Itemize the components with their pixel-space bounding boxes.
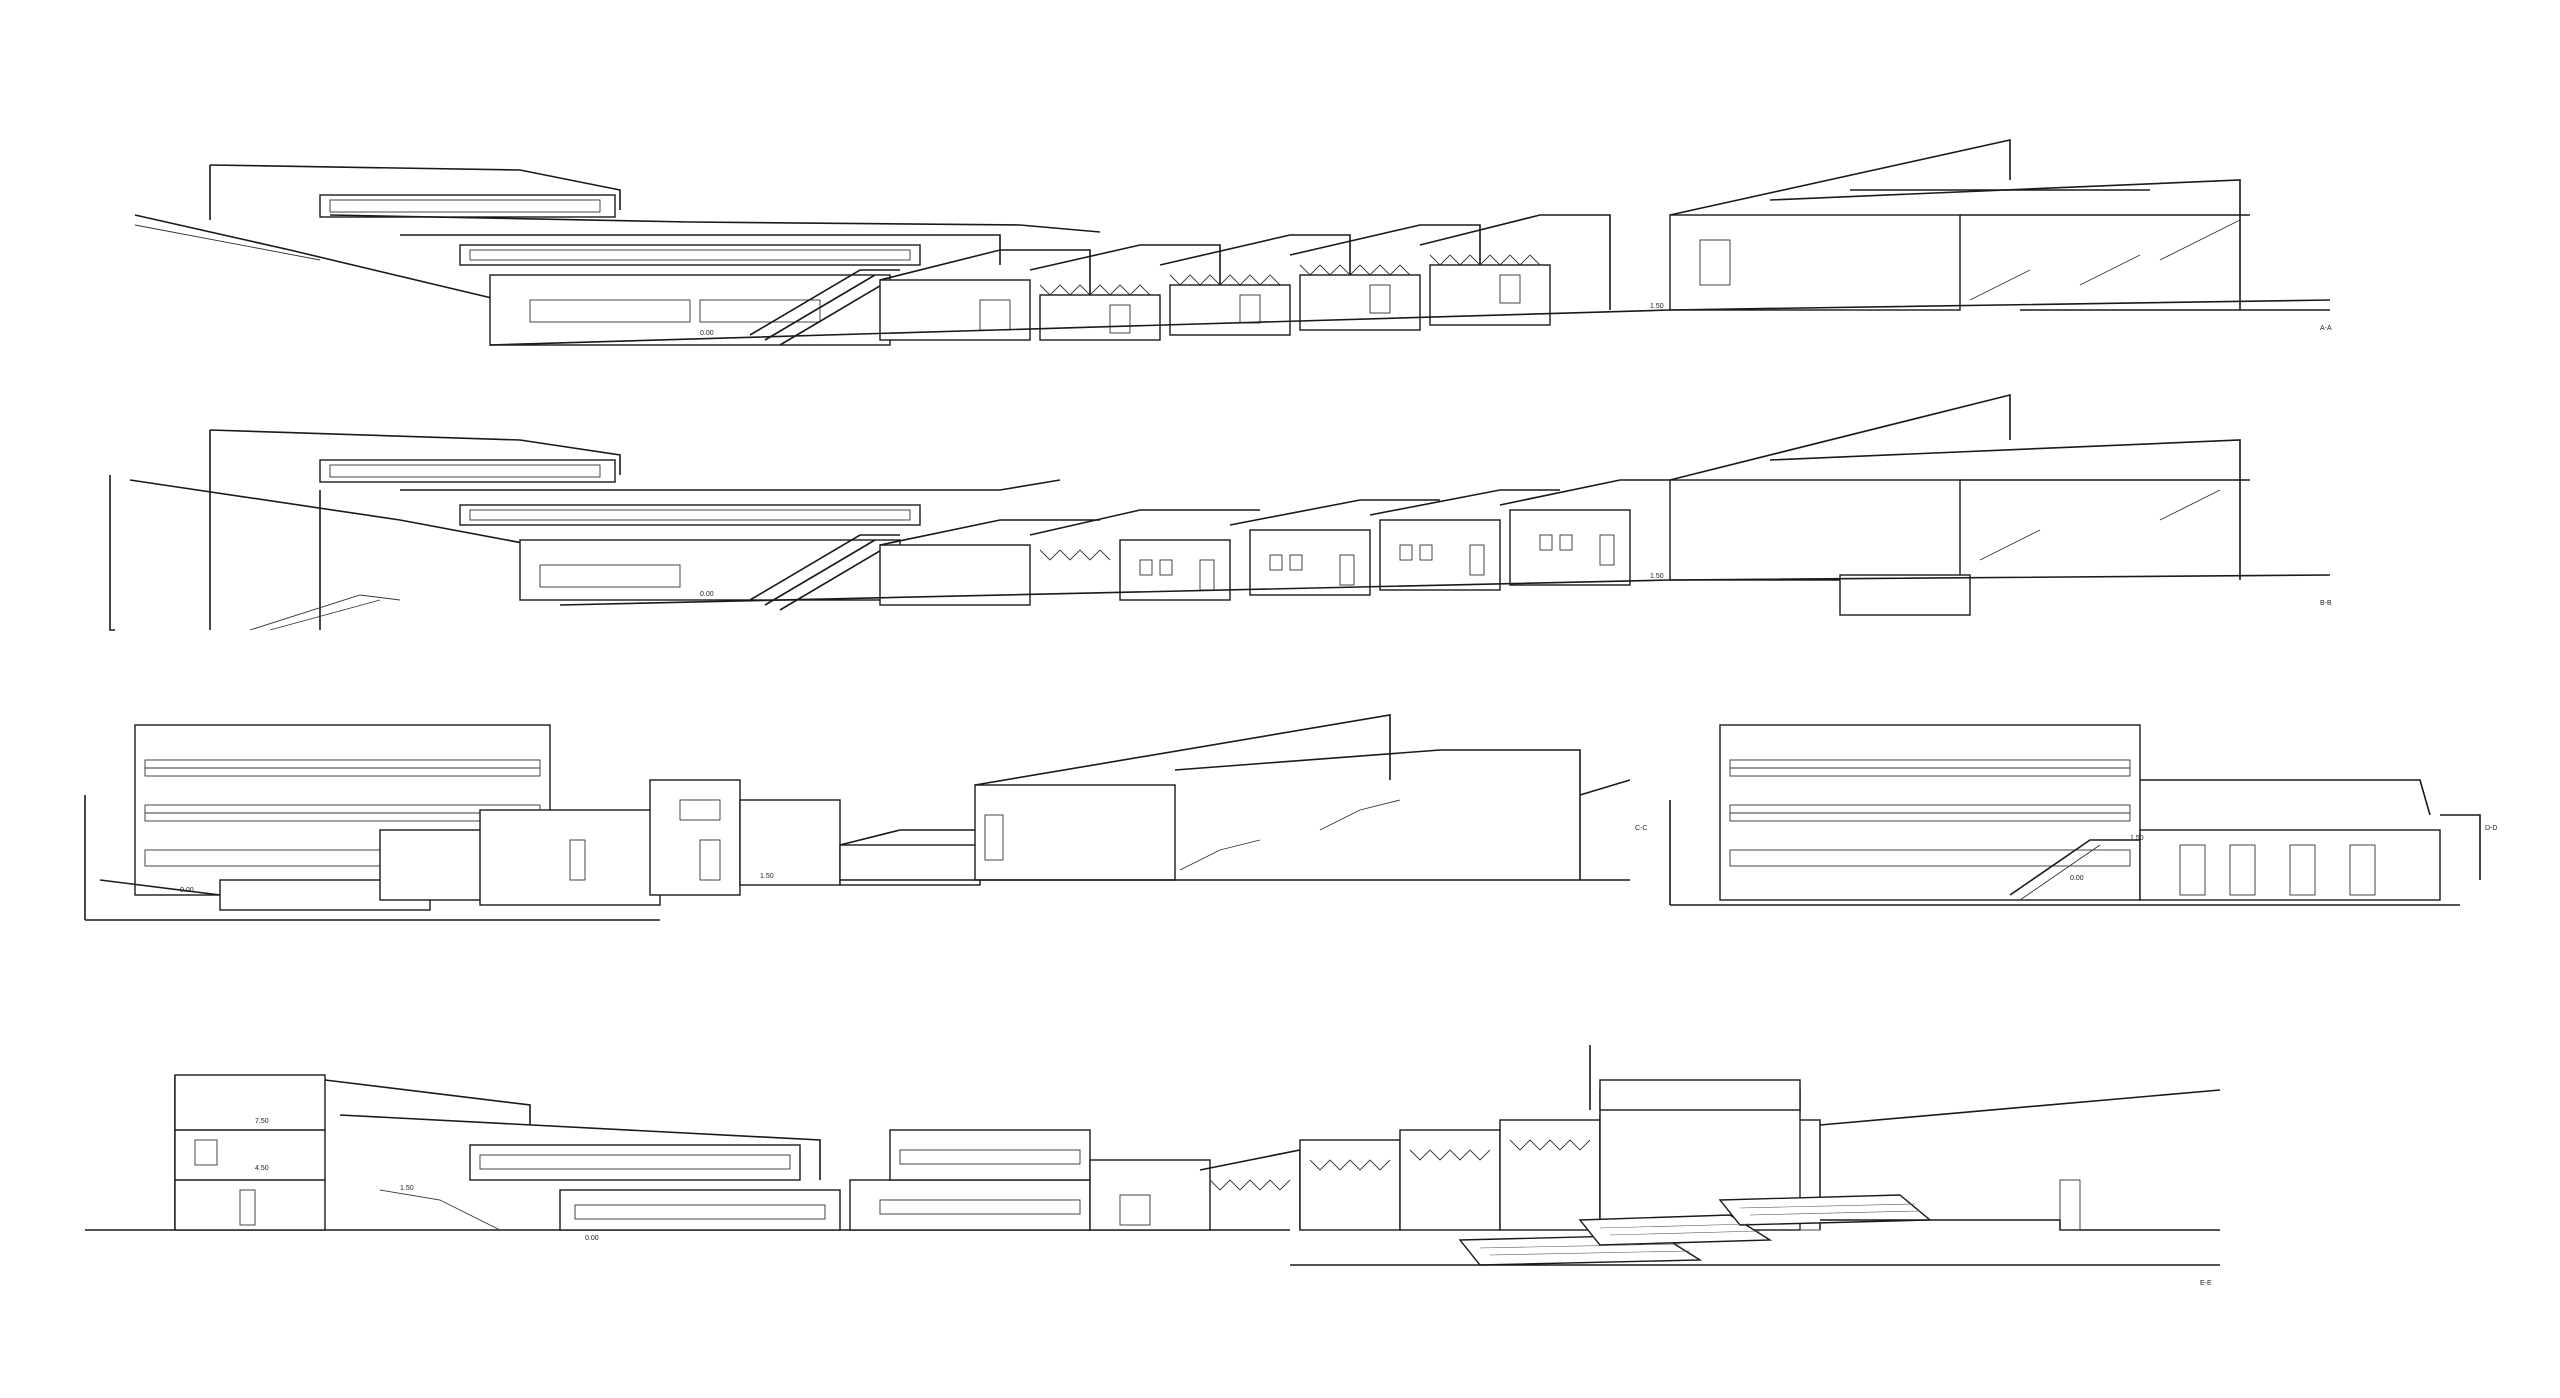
svg-text:D-D: D-D: [2485, 825, 2497, 832]
svg-text:0.00: 0.00: [700, 591, 714, 598]
elevation-1: 0.00 1.50 A-A: [134, 139, 2332, 346]
svg-text:1.50: 1.50: [400, 1185, 414, 1192]
svg-text:7.50: 7.50: [255, 1118, 269, 1125]
svg-text:1.50: 1.50: [2130, 835, 2144, 842]
elevation-5: 7.50 4.50 1.50 0.00 E-E: [85, 1045, 2221, 1287]
elevation-4: 0.00 1.50 D-D: [1669, 724, 2497, 906]
svg-text:4.50: 4.50: [255, 1165, 269, 1172]
svg-text:1.50: 1.50: [760, 873, 774, 880]
svg-text:0.00: 0.00: [180, 887, 194, 894]
svg-text:B-B: B-B: [2320, 600, 2332, 607]
svg-text:C-C: C-C: [1635, 825, 1647, 832]
svg-text:E-E: E-E: [2200, 1280, 2212, 1287]
svg-text:0.00: 0.00: [700, 330, 714, 337]
svg-text:0.00: 0.00: [2070, 875, 2084, 882]
svg-text:1.50: 1.50: [1650, 303, 1664, 310]
svg-text:1.50: 1.50: [1650, 573, 1664, 580]
svg-text:0.00: 0.00: [585, 1235, 599, 1242]
elevation-2: 0.00 1.50 B-B: [109, 393, 2332, 631]
elevation-3: 0.00 1.50 C-C: [84, 714, 1647, 921]
svg-text:A-A: A-A: [2320, 325, 2332, 332]
